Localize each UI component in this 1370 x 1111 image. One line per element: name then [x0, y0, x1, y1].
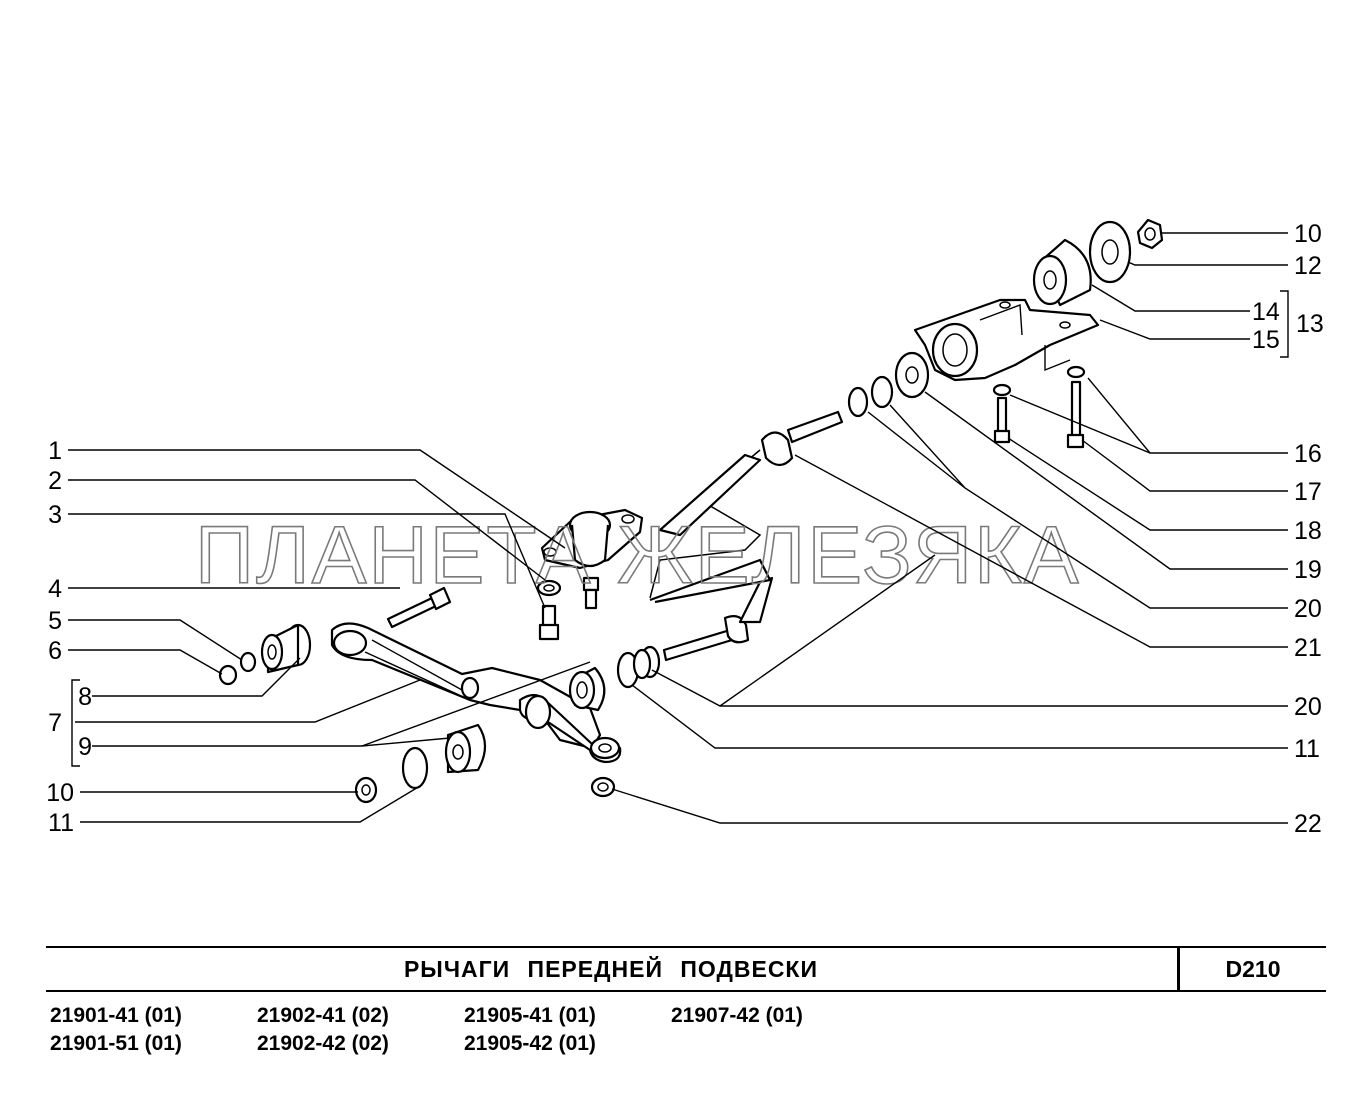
callout-label: 11: [48, 809, 74, 837]
callouts-right: 10 12 13 14 15 16 17 18 19 20 21 20 11 2…: [1252, 220, 1324, 838]
bushing: [1032, 238, 1092, 307]
model-number: 21905-42 (01): [464, 1032, 596, 1055]
bushing: [444, 723, 487, 774]
nut: [218, 664, 238, 686]
drawing-title: РЫЧАГИ ПЕРЕДНЕЙ ПОДВЕСКИ: [403, 956, 819, 982]
washer: [401, 746, 429, 790]
bolt: [538, 604, 560, 641]
lower-arm: [330, 622, 622, 764]
callout-label: 8: [78, 683, 92, 711]
model-number: 21905-41 (01): [464, 1004, 596, 1027]
callout-label: 17: [1294, 478, 1322, 506]
washer: [870, 375, 894, 409]
washer: [847, 386, 869, 418]
model-number: 21902-42 (02): [257, 1032, 389, 1055]
callouts-left: 1 2 3 4 5 6 7 8 9 10 11: [46, 437, 92, 837]
callout-label: 4: [48, 575, 62, 603]
callout-label: 2: [48, 467, 62, 495]
watermark: ПЛАНЕТА ЖЕЛЕЗЯКА: [195, 510, 1081, 601]
callout-label: 21: [1294, 634, 1322, 662]
divider: [1177, 948, 1180, 990]
callout-label: 14: [1252, 298, 1280, 326]
title-block: РЫЧАГИ ПЕРЕДНЕЙ ПОДВЕСКИ D210: [46, 946, 1326, 992]
callout-label: 1: [48, 437, 62, 465]
stabilizer-rod: [649, 410, 844, 662]
drawing-code: D210: [1225, 956, 1281, 982]
callout-label: 20: [1294, 693, 1322, 721]
model-number: 21907-42 (01): [671, 1004, 803, 1027]
callout-label: 16: [1294, 440, 1322, 468]
bushing: [568, 666, 606, 712]
callout-label: 13: [1296, 310, 1324, 338]
callout-label: 5: [48, 607, 62, 635]
bracket: [913, 298, 1100, 382]
model-number: 21901-41 (01): [50, 1004, 182, 1027]
callout-label: 12: [1294, 252, 1322, 280]
callout-label: 7: [48, 709, 62, 737]
callout-label: 11: [1294, 735, 1320, 763]
callout-label: 10: [1294, 220, 1322, 248]
long-bolt: [386, 586, 452, 629]
parts-diagram: ПЛАНЕТА ЖЕЛЕЗЯКА: [46, 218, 1324, 838]
bushing: [260, 623, 312, 674]
ball-joint: [540, 508, 644, 610]
model-number: 21901-51 (01): [50, 1032, 182, 1055]
callout-label: 20: [1294, 595, 1322, 623]
callout-label: 18: [1294, 517, 1322, 545]
callout-label: 15: [1252, 326, 1280, 354]
model-number: 21902-41 (02): [257, 1004, 389, 1027]
callout-label: 22: [1294, 810, 1322, 838]
callout-label: 3: [48, 501, 62, 529]
bolt: [992, 365, 1086, 449]
leader-lines: [68, 232, 1289, 824]
washer: [239, 651, 257, 673]
callout-label: 19: [1294, 556, 1322, 584]
callout-label: 6: [48, 637, 62, 665]
callout-label: 9: [78, 733, 92, 761]
callout-label: 10: [46, 779, 74, 807]
